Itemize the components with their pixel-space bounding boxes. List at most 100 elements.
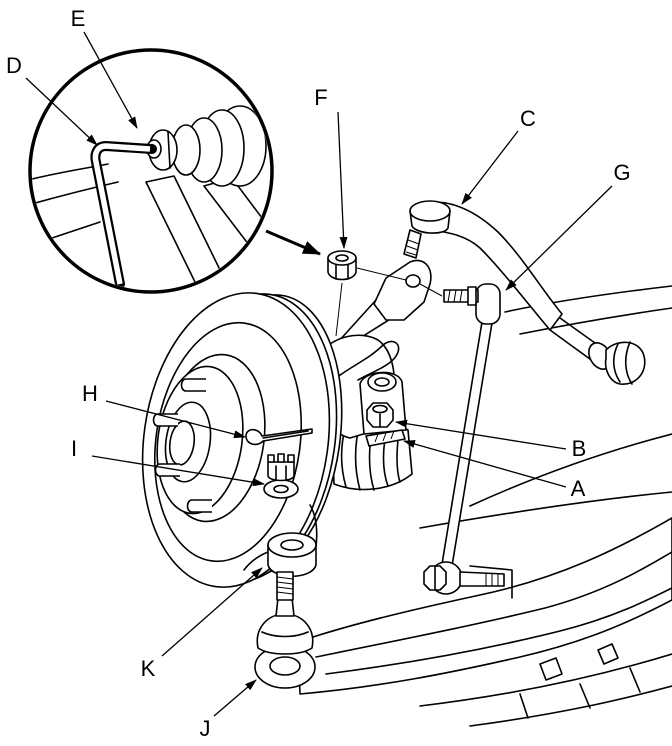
alignment-line	[419, 283, 443, 297]
lower-arm-body	[297, 517, 672, 695]
subframe-edge	[469, 685, 672, 727]
stabilizer-link	[423, 283, 513, 599]
stabilizer-link-upper-housing	[475, 283, 501, 325]
boss-taper-hole	[280, 539, 304, 551]
leader-h	[105, 400, 246, 439]
body-line	[504, 285, 672, 313]
wheel-hub	[152, 353, 266, 523]
subframe	[419, 643, 672, 727]
strut	[337, 299, 393, 343]
lower-arm-ridge	[315, 551, 672, 658]
wheel-stud	[180, 378, 206, 392]
leader-a	[403, 440, 567, 488]
stabilizer-link-upper-threads	[447, 289, 463, 303]
callout-k: K	[141, 656, 156, 681]
ball-joint-stud-threads	[276, 576, 294, 595]
subframe-bolt	[539, 657, 563, 681]
clip-a	[365, 429, 406, 447]
leader-f	[337, 111, 348, 249]
callout-labels: E D F C G H I B A K J	[6, 6, 631, 741]
lower-arm-ridge	[325, 587, 672, 675]
callout-f: F	[314, 85, 327, 110]
knuckle-lower-boss	[243, 504, 318, 577]
stabilizer-link-lower-bracket	[469, 565, 513, 599]
bracket-eye-hole	[374, 377, 390, 387]
body-line	[469, 433, 672, 507]
leader-c	[461, 130, 519, 205]
rack-boot-ribs	[612, 341, 633, 385]
cv-boot-ribs	[340, 421, 401, 491]
alignment-line	[335, 282, 343, 337]
body-line	[519, 307, 672, 335]
alignment-line	[356, 267, 407, 281]
stabilizer-link-upper-flats	[467, 286, 477, 306]
subframe-rib	[519, 667, 641, 719]
cotter-pin-leg	[262, 430, 309, 439]
callout-g: G	[613, 160, 630, 185]
stabilizer-link-lower-threads	[485, 573, 499, 586]
flange-nut-flats	[335, 264, 349, 280]
leader-e	[83, 31, 138, 129]
hex-nut-b	[366, 402, 394, 428]
stabilizer-link-lower-stud	[459, 571, 505, 587]
rotor-braking-surface	[153, 321, 303, 563]
ball-joint-housing-inner	[269, 656, 301, 676]
callout-c: C	[520, 106, 536, 131]
leader-lines	[25, 31, 613, 717]
tie-rod-end	[403, 200, 646, 385]
castle-nut-flats	[275, 465, 287, 481]
leader-i	[91, 455, 265, 487]
strut-tube	[337, 299, 393, 343]
knuckle-arm-edge	[243, 551, 269, 571]
inset-pointer-arrow	[265, 229, 322, 256]
hex-nut-top	[372, 404, 388, 414]
brake-hose	[335, 340, 400, 381]
cotter-pin-h	[245, 428, 313, 446]
callout-h: H	[82, 381, 98, 406]
wheel-stud	[186, 499, 212, 513]
leader-b	[395, 419, 567, 450]
tie-rod-arm	[417, 201, 563, 331]
callout-i: I	[71, 436, 77, 461]
wheel-stud	[152, 413, 178, 427]
subframe-bolt	[597, 643, 619, 665]
inset-nut-flats	[167, 131, 171, 169]
ball-joint-stud	[276, 571, 294, 601]
inset-brake-line	[32, 163, 109, 181]
washer-hole	[273, 484, 289, 494]
lower-control-arm	[297, 517, 672, 695]
tie-rod-stud-threads	[405, 239, 420, 256]
strut-bracket	[373, 259, 432, 321]
hex-key-fill	[92, 143, 151, 285]
castle-nut-body	[267, 461, 295, 482]
clip-body	[365, 429, 406, 447]
knuckle-arm-edge	[309, 504, 318, 547]
castle-nut-crenellations	[267, 453, 295, 463]
callout-j: J	[200, 716, 211, 741]
ball-joint-boot	[256, 613, 314, 655]
callout-b: B	[572, 436, 587, 461]
subframe-edge	[419, 653, 672, 707]
leader-g	[505, 185, 613, 291]
callout-d: D	[6, 53, 22, 78]
callout-e: E	[71, 6, 86, 31]
bracket-hole	[405, 274, 421, 288]
flange-nut-f	[327, 250, 357, 281]
lower-ball-joint	[254, 571, 316, 689]
callout-a: A	[571, 476, 586, 501]
tie-rod-stud	[403, 229, 422, 259]
detail-inset-ring	[28, 48, 274, 294]
alignment-lines	[335, 267, 443, 337]
detail-inset	[28, 48, 274, 294]
ball-joint-boot-rib	[261, 631, 309, 638]
tie-rod-ball-joint-cap	[409, 200, 451, 222]
leader-k	[161, 567, 263, 657]
castle-nut-i	[263, 453, 299, 499]
inset-brake-line	[32, 181, 119, 206]
leader-d	[25, 77, 98, 146]
leader-j	[213, 679, 257, 717]
inset-background	[32, 52, 270, 290]
detail-inset-content	[32, 52, 270, 290]
flange-nut-hole	[335, 254, 349, 262]
